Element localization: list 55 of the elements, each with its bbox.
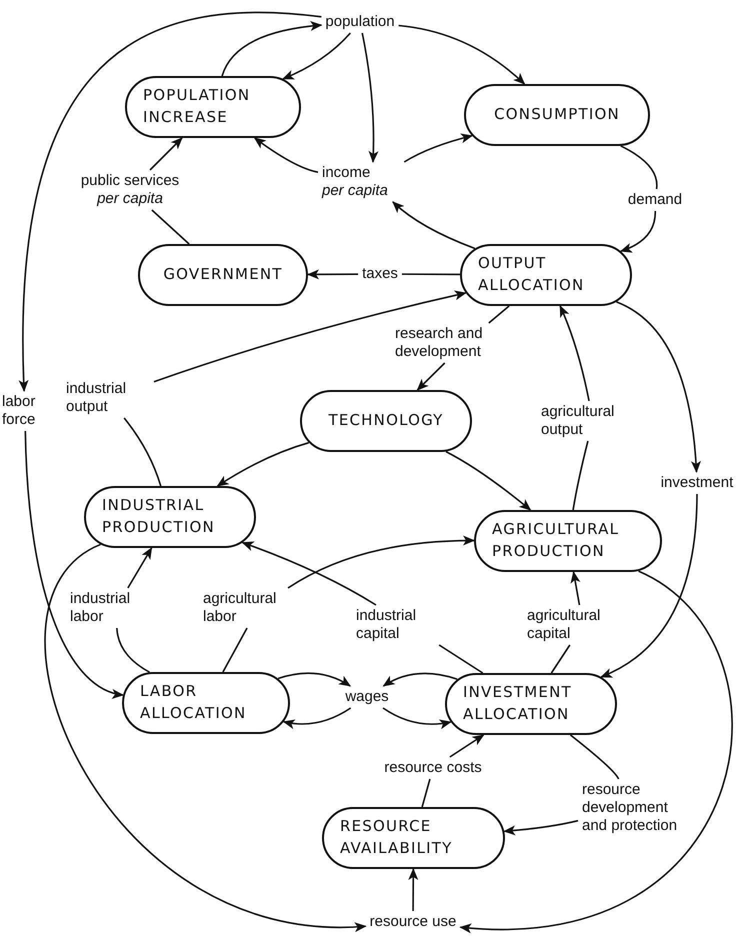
arrow [127,547,152,588]
arrow [221,21,322,76]
connector-line [116,628,150,673]
connector-line [438,644,484,674]
arrow [382,707,452,729]
arrow [600,494,698,678]
arrow [44,544,367,931]
connector-line [488,305,510,324]
sector-box: INVESTMENT ALLOCATION [445,673,617,735]
connector-line [421,778,431,808]
sector-box: CONSUMPTION [464,84,650,146]
sector-box: AGRICULTURAL PRODUCTION [474,510,662,572]
arrow [449,734,484,758]
sector-box: OUTPUT ALLOCATION [460,244,632,306]
sector-box: INDUSTRIAL PRODUCTION [84,486,256,548]
arrow [307,269,358,280]
arrow [404,134,473,163]
variable-label: population [323,13,397,31]
arrow [459,570,732,932]
arrow [242,542,376,606]
arrow [18,12,322,392]
arrow [382,672,458,687]
arrow [503,820,578,836]
arrow [559,305,590,402]
arrow [216,442,310,487]
arrow [408,868,418,911]
sector-box: LABOR ALLOCATION [122,672,290,734]
arrow [570,571,580,606]
sector-box: POPULATION INCREASE [125,76,301,138]
connector-line [222,628,248,672]
connector-line [620,145,658,190]
arrow [620,210,656,252]
arrow [282,707,352,729]
arrow [398,24,526,85]
arrow [361,32,378,163]
arrow [392,201,476,250]
connector-line [570,734,620,780]
connector-line [402,273,460,276]
connector-line [572,440,589,510]
arrow [154,290,467,382]
connector-line [151,209,190,245]
sector-box: GOVERNMENT [138,244,308,306]
connector-line [550,644,570,674]
sector-box: TECHNOLOGY [300,390,472,452]
arrow [278,672,352,687]
arrow [288,536,475,589]
arrow [416,362,446,391]
connector-line [124,418,162,486]
arrow [149,137,183,171]
arrow [254,137,318,173]
arrow [616,301,701,473]
arrow [24,430,124,698]
sector-box: RESOURCE AVAILABILITY [322,807,505,869]
arrow [446,450,532,511]
arrow [282,32,351,80]
